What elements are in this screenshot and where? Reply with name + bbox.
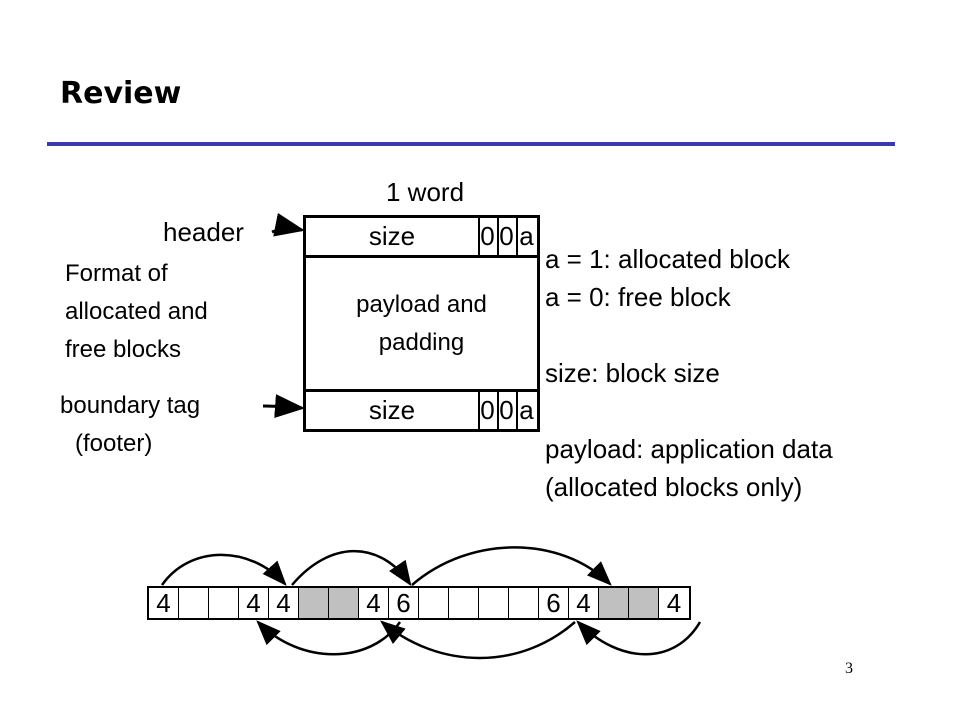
heap-cell — [299, 588, 329, 618]
heap-cell: 4 — [569, 588, 599, 618]
heap-cell — [629, 588, 659, 618]
header-label: header — [163, 217, 244, 247]
payload-line: padding — [378, 328, 465, 356]
forward-arrow — [411, 546, 612, 586]
heap-cell: 4 — [149, 588, 179, 618]
note-line: a = 1: allocated block — [545, 244, 790, 274]
footer-arrow — [262, 394, 305, 419]
footer-bit: 0 — [499, 395, 514, 425]
forward-arrow — [160, 553, 287, 586]
heap-cell: 4 — [239, 588, 269, 618]
backward-arrow — [380, 620, 576, 660]
title-rule — [47, 142, 895, 146]
heap-cell: 6 — [389, 588, 419, 618]
header-bit: 0 — [480, 221, 495, 251]
heap-cell — [509, 588, 539, 618]
heap-cell — [179, 588, 209, 618]
word-label: 1 word — [386, 177, 465, 207]
note-line: size: block size — [545, 358, 720, 388]
heap-cell: 4 — [359, 588, 389, 618]
backward-arrow — [256, 620, 402, 656]
note-line: payload: application data — [545, 434, 833, 464]
format-label-line: allocated and — [65, 298, 208, 325]
notes: a = 1: allocated block a = 0: free block… — [545, 240, 833, 506]
header-bit: 0 — [499, 221, 514, 251]
footer-label-line: boundary tag — [60, 392, 201, 419]
header-size: size — [368, 221, 416, 251]
payload-line: payload and — [356, 290, 487, 318]
footer-row: size 0 0 a — [303, 389, 540, 432]
heap-cell — [209, 588, 239, 618]
footer-alloc-bit: a — [519, 395, 534, 425]
note-line — [545, 316, 833, 354]
heap-cell — [599, 588, 629, 618]
heap-cell: 4 — [269, 588, 299, 618]
footer-label-line: (footer) — [75, 430, 153, 457]
note-line: a = 0: free block — [545, 282, 731, 312]
backward-arrow — [576, 620, 702, 656]
heap-cell — [449, 588, 479, 618]
format-label-line: free blocks — [65, 336, 182, 363]
slide-title: Review — [60, 76, 182, 111]
payload-area: payload and padding — [303, 255, 540, 392]
heap-cell — [329, 588, 359, 618]
format-label-line: Format of — [65, 260, 168, 287]
footer-size: size — [368, 395, 416, 425]
header-arrow — [271, 212, 305, 237]
heap-cell: 4 — [666, 587, 682, 618]
forward-arrow — [291, 550, 412, 587]
header-alloc-bit: a — [519, 221, 534, 251]
header-row: size 0 0 a — [303, 215, 540, 258]
note-line — [545, 392, 833, 430]
footer-bit: 0 — [480, 395, 495, 425]
format-label: Format of allocated and free blocks — [65, 255, 208, 369]
page-number: 3 — [845, 660, 853, 677]
heap-cell: 6 — [539, 588, 569, 618]
heap-cell — [479, 588, 509, 618]
heap-cell — [419, 588, 449, 618]
footer-label: boundary tag (footer) — [60, 387, 200, 463]
note-line: (allocated blocks only) — [545, 472, 803, 502]
